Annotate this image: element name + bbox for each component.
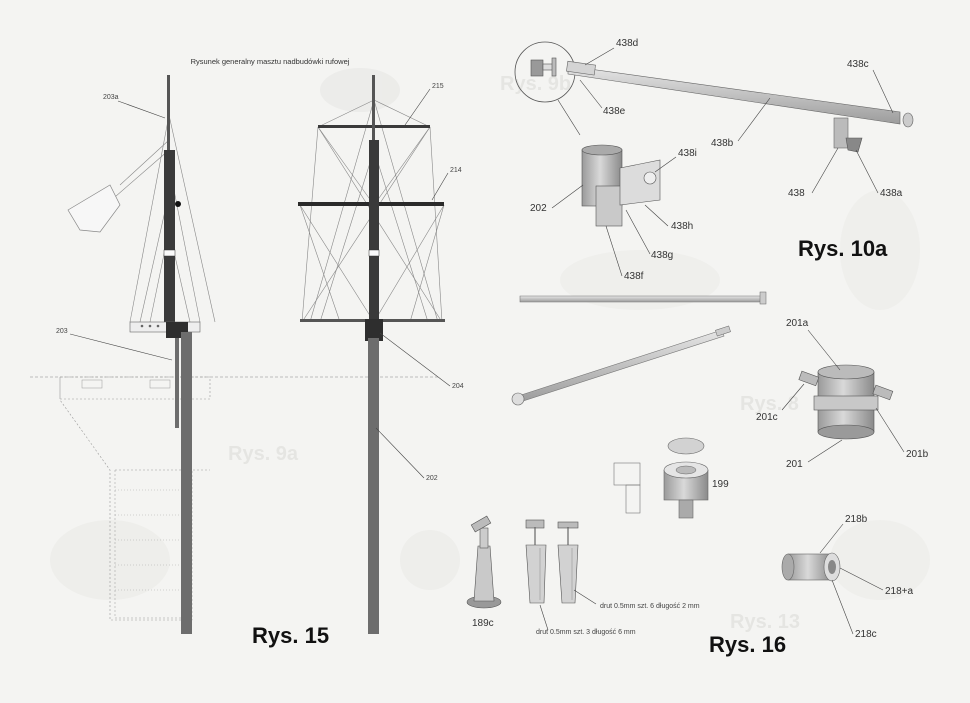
front-mast-lower xyxy=(368,338,379,634)
side-view-labels: 203a 203 xyxy=(56,94,173,361)
figure-title-rys15: Rys. 15 xyxy=(252,623,329,648)
yard-truss xyxy=(129,321,201,333)
mast-band xyxy=(163,249,176,257)
background-ghost: Rys. 9a Rys. 9b Rys. 8 Rys. 13 xyxy=(50,68,930,633)
label-438h: 438h xyxy=(671,221,693,232)
label-201a: 201a xyxy=(786,318,809,329)
svg-text:Rys. 13: Rys. 13 xyxy=(730,611,800,633)
svg-text:Rys. 9a: Rys. 9a xyxy=(228,443,299,465)
figure-title-rys10a: Rys. 10a xyxy=(798,236,888,261)
label-218c: 218c xyxy=(855,629,877,640)
wire-parts xyxy=(525,519,597,631)
label-203: 203 xyxy=(56,328,68,335)
figure-title-rys16: Rys. 16 xyxy=(709,632,786,657)
svg-text:Rys. 8: Rys. 8 xyxy=(740,393,799,415)
front-view-labels: 215 214 204 202 xyxy=(375,83,464,482)
label-214: 214 xyxy=(450,167,462,174)
label-438e: 438e xyxy=(603,106,626,117)
angled-rod xyxy=(517,329,725,403)
part-189c xyxy=(466,515,502,609)
label-215: 215 xyxy=(432,83,444,90)
part-218-labels: 218b 218+a 218c xyxy=(819,514,914,640)
capstan-labels: 201a 201c 201 201b xyxy=(756,318,929,470)
label-202-mast: 202 xyxy=(426,475,438,482)
part-218 xyxy=(781,552,841,582)
label-189c: 189c xyxy=(472,618,494,629)
part-199 xyxy=(613,437,709,519)
label-201: 201 xyxy=(786,459,803,470)
mast-heel xyxy=(175,338,179,428)
boom-assembly xyxy=(514,41,914,227)
label-438: 438 xyxy=(788,188,805,199)
svg-text:Rys. 9b: Rys. 9b xyxy=(500,73,571,95)
label-438f: 438f xyxy=(624,271,644,282)
label-438d: 438d xyxy=(616,38,638,49)
label-218a: 218+a xyxy=(885,586,914,597)
label-218b: 218b xyxy=(845,514,868,525)
label-201b: 201b xyxy=(906,449,929,460)
drawing-title: Rysunek generalny masztu nadbudówki rufo… xyxy=(191,57,350,66)
mast-side-view xyxy=(30,75,440,634)
boom-rods-lower xyxy=(511,291,767,406)
label-438g: 438g xyxy=(651,250,673,261)
topmast xyxy=(167,75,170,155)
label-438c: 438c xyxy=(847,59,869,70)
label-438i: 438i xyxy=(678,148,697,159)
mast-upper xyxy=(164,150,175,325)
capstan-part xyxy=(798,364,894,440)
note-wire-2: drut 0.5mm szt. 3 długość 6 mm xyxy=(536,629,636,636)
boom-labels: 438d 438e 438c 438b 438i 202 438h 438g 4… xyxy=(530,38,903,282)
front-rigging xyxy=(299,99,445,323)
front-mast-band xyxy=(368,249,380,257)
label-202: 202 xyxy=(530,203,547,214)
front-mast-upper xyxy=(369,140,379,325)
front-mast-cap xyxy=(365,319,383,341)
label-201c: 201c xyxy=(756,412,778,423)
front-topmast xyxy=(372,75,375,155)
label-438b: 438b xyxy=(711,138,734,149)
label-204: 204 xyxy=(452,383,464,390)
mast-front-view xyxy=(298,75,445,634)
flag xyxy=(67,184,121,233)
label-199: 199 xyxy=(712,479,729,490)
side-rigging xyxy=(99,114,216,323)
mast-lower xyxy=(181,332,192,634)
label-438a: 438a xyxy=(880,188,903,199)
boom-saddle xyxy=(833,117,849,149)
straight-rod xyxy=(519,295,765,303)
note-wire-1: drut 0.5mm szt. 6 długość 2 mm xyxy=(600,603,700,610)
label-203a: 203a xyxy=(103,94,119,101)
